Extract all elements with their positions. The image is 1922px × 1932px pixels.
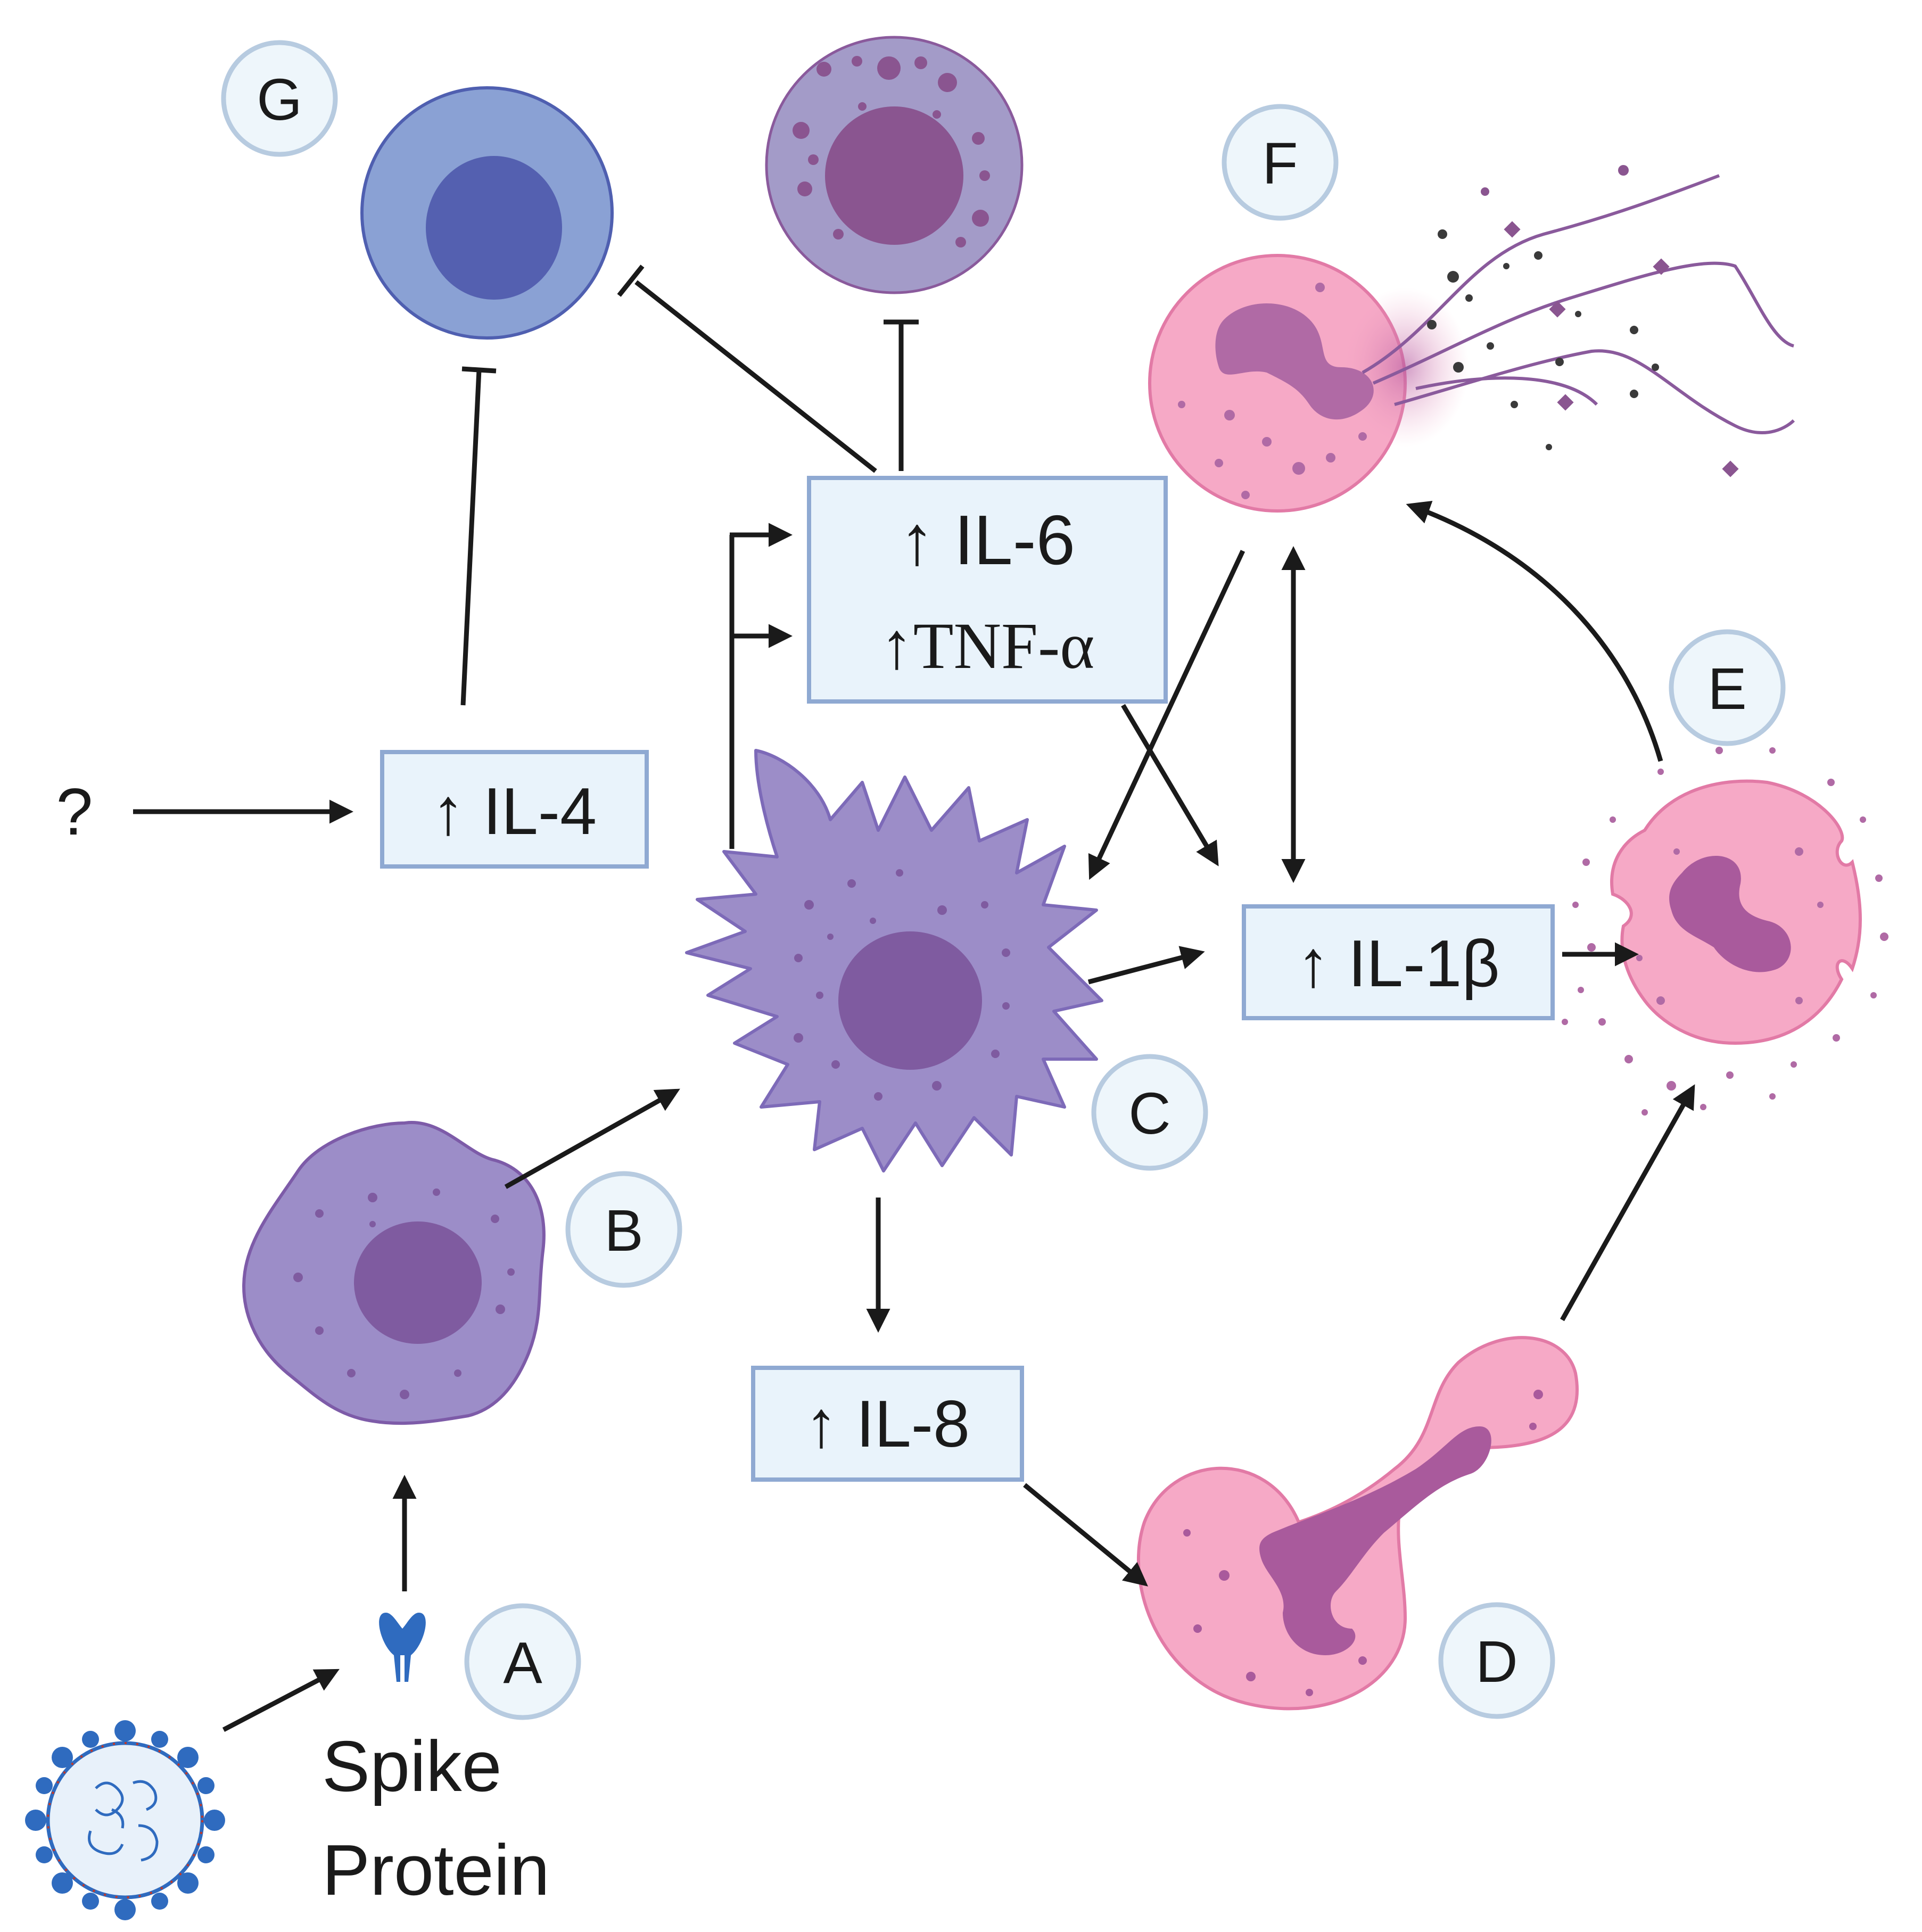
net-neutrophil-to-macrophage-arrow: [1088, 550, 1245, 880]
basophil-cell: [765, 36, 1024, 294]
badge-b-label: B: [604, 1198, 643, 1264]
badge-e: E: [1669, 629, 1786, 746]
tnf-label: ↑TNF-α: [880, 609, 1095, 682]
macrophage-to-il1b-arrow: [1087, 946, 1205, 985]
connector-layer: [133, 265, 1695, 1732]
spike-protein-icon: [379, 1613, 426, 1682]
migrating-neutrophil-cell: [1137, 1336, 1579, 1711]
migrating-to-degranulating-neutrophil-arrow: [1560, 1084, 1695, 1322]
badge-b: B: [565, 1171, 682, 1288]
il1b-box: ↑ IL-1β: [1242, 904, 1555, 1020]
monocyte-cell: [242, 1121, 546, 1425]
activated-macrophage-cell: [685, 749, 1103, 1173]
lymphocyte-cell: [360, 86, 614, 340]
badge-f: F: [1222, 104, 1339, 221]
monocyte-to-macrophage-arrow: [504, 1088, 680, 1189]
badge-d-label: D: [1475, 1629, 1517, 1695]
il8-box: ↑ IL-8: [751, 1366, 1024, 1482]
il4-inhibits-lymphocyte: [460, 369, 482, 706]
il8-label: ↑ IL-8: [805, 1388, 970, 1461]
badge-a-label: A: [503, 1630, 542, 1696]
badge-g: G: [221, 40, 338, 157]
il4-inhibits-lymphocyte-bar: [461, 366, 497, 374]
il6-label: ↑ IL-6: [900, 501, 1075, 579]
coronavirus-icon: [25, 1720, 225, 1920]
il8-to-migrating-neutrophil-arrow: [1023, 1483, 1148, 1587]
spike-protein-label-line1: Spike: [322, 1726, 502, 1806]
unknown-stimulus-label: ?: [56, 775, 93, 849]
tnf-to-il1b-arrow: [1121, 704, 1219, 866]
degranulating-neutrophil-cell: [1562, 747, 1888, 1116]
badge-g-label: G: [257, 67, 302, 133]
il6-inhibits-lymphocyte-bar: [617, 265, 645, 297]
badge-a: A: [464, 1603, 581, 1720]
badge-e-label: E: [1707, 656, 1746, 722]
il1b-label: ↑ IL-1β: [1297, 927, 1499, 1001]
il4-box: ↑ IL-4: [380, 750, 649, 869]
badge-c: C: [1091, 1054, 1208, 1171]
virus-to-spike-arrow: [222, 1669, 340, 1732]
neutrophil-net-cell: [1148, 165, 1795, 513]
il6-tnf-box: ↑ IL-6 ↑TNF-α: [807, 476, 1168, 704]
degranulating-to-net-neutrophil-arrow: [1406, 501, 1663, 762]
il4-label: ↑ IL-4: [432, 775, 597, 848]
badge-f-label: F: [1262, 131, 1298, 196]
badge-c-label: C: [1128, 1081, 1170, 1146]
il6-inhibits-lymphocyte: [634, 280, 877, 473]
spike-protein-label-line2: Protein: [322, 1830, 550, 1910]
badge-d: D: [1438, 1602, 1555, 1719]
